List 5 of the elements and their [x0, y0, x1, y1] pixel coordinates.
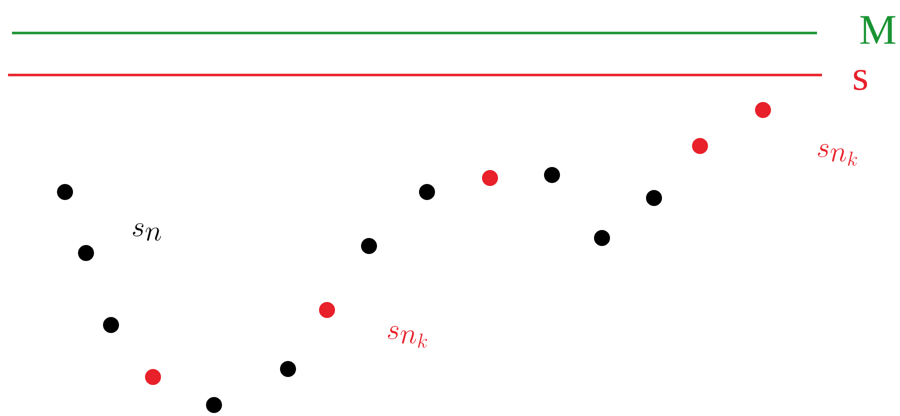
- math-label: M: [860, 16, 896, 44]
- math-label: s: [854, 70, 868, 90]
- math-label: $s_{n_k}$: [388, 326, 428, 348]
- math-label: $s_n$: [132, 223, 162, 241]
- math-label: $s_{n_k}$: [818, 144, 858, 166]
